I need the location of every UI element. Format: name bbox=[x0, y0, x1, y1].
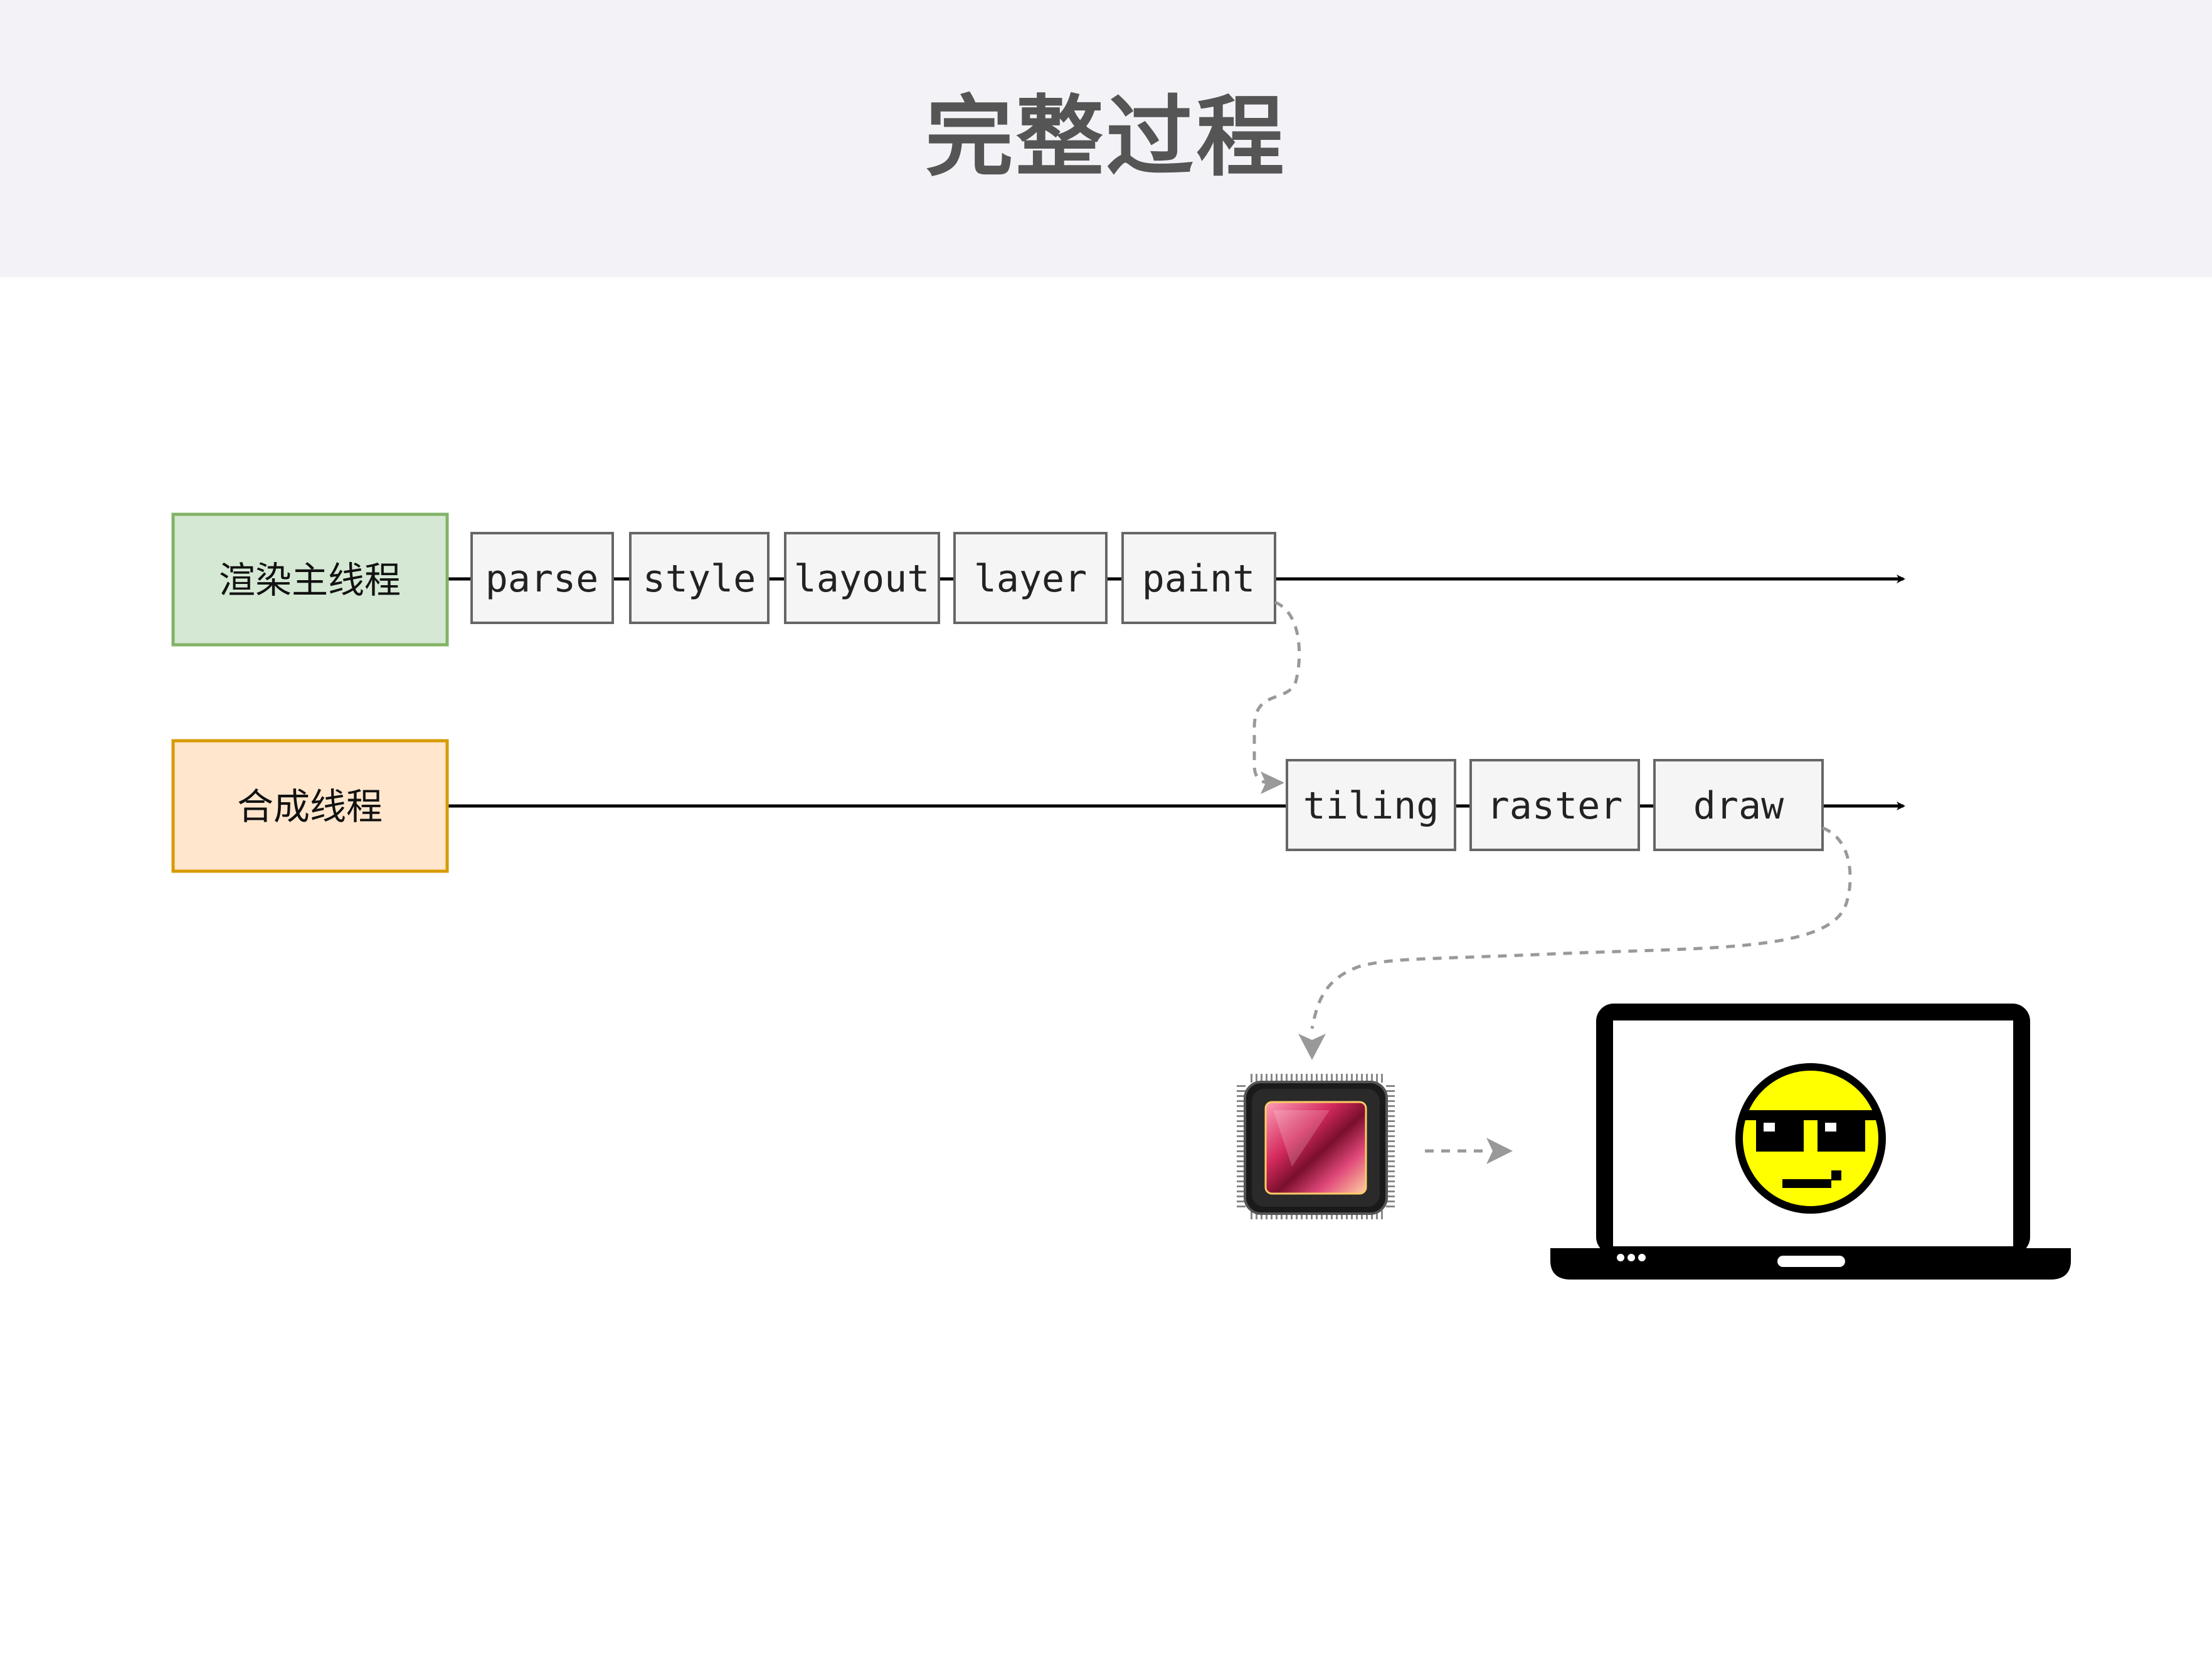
step-draw-label: draw bbox=[1693, 784, 1784, 828]
cool-smiley-icon bbox=[1735, 1063, 1886, 1214]
gpu-chip-icon bbox=[1237, 1074, 1395, 1219]
step-raster-label: raster bbox=[1487, 784, 1623, 828]
paint-to-tiling-connector bbox=[1252, 600, 1301, 785]
step-layer: layer bbox=[953, 532, 1108, 624]
page-title: 完整过程 bbox=[925, 87, 1287, 189]
step-style-label: style bbox=[643, 557, 756, 601]
draw-to-gpu-connector bbox=[1310, 826, 1852, 1029]
connector-arrowhead bbox=[1486, 1138, 1513, 1164]
step-layout: layout bbox=[784, 532, 940, 624]
step-paint-label: paint bbox=[1142, 557, 1256, 601]
step-tiling: tiling bbox=[1286, 759, 1456, 851]
step-paint: paint bbox=[1121, 532, 1276, 624]
step-parse: parse bbox=[470, 532, 614, 624]
compositor-thread-box: 合成线程 bbox=[171, 739, 449, 873]
connector-arrowhead bbox=[1298, 1034, 1326, 1060]
main-thread-label: 渲染主线程 bbox=[219, 559, 401, 602]
step-tiling-label: tiling bbox=[1303, 784, 1439, 828]
step-style: style bbox=[629, 532, 770, 624]
title-bar: 完整过程 bbox=[0, 0, 2212, 277]
compositor-thread-label: 合成线程 bbox=[237, 785, 383, 828]
step-layout-label: layout bbox=[794, 557, 930, 601]
step-parse-label: parse bbox=[485, 557, 599, 601]
main-thread-box: 渲染主线程 bbox=[171, 512, 449, 647]
step-raster: raster bbox=[1469, 759, 1640, 851]
step-draw: draw bbox=[1653, 759, 1824, 851]
connector-arrowhead bbox=[1261, 771, 1284, 794]
step-layer-label: layer bbox=[974, 557, 1087, 601]
